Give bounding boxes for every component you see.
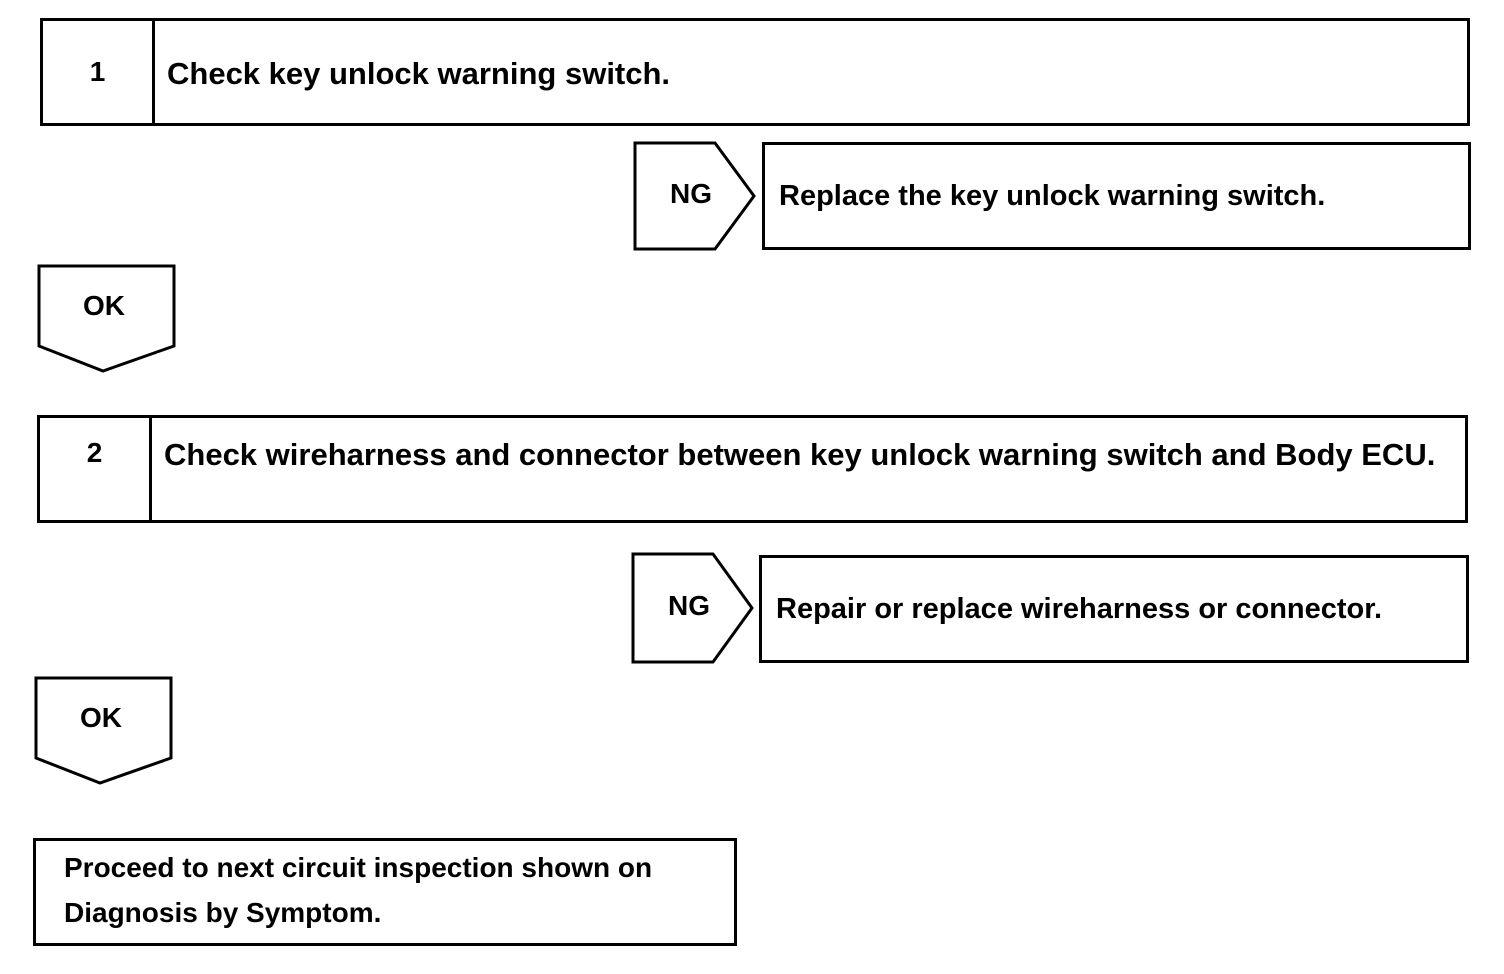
ng-action-2: Repair or replace wireharness or connect… xyxy=(759,555,1469,663)
step-1-text: Check key unlock warning switch. xyxy=(167,56,671,91)
ng-arrow-1 xyxy=(633,141,756,251)
step-2-number: 2 xyxy=(40,418,152,520)
final-line-2: Diagnosis by Symptom. xyxy=(64,897,382,928)
step-1-number: 1 xyxy=(43,21,155,123)
ok-arrow-2 xyxy=(34,676,173,785)
ok-arrow-1 xyxy=(37,264,176,373)
ng-arrow-2 xyxy=(631,552,754,664)
step-1-box: 1 Check key unlock warning switch. xyxy=(40,18,1470,126)
ng-label-2: NG xyxy=(668,590,710,621)
ok-label-2: OK xyxy=(80,702,122,733)
ng-action-1: Replace the key unlock warning switch. xyxy=(762,142,1471,250)
final-instruction-box: Proceed to next circuit inspection shown… xyxy=(33,838,737,946)
ng-label-1: NG xyxy=(670,178,712,209)
step-2-text: Check wireharness and connector between … xyxy=(164,437,1436,472)
ok-label-1: OK xyxy=(83,290,125,321)
final-line-1: Proceed to next circuit inspection shown… xyxy=(64,852,653,883)
step-2-box: 2 Check wireharness and connector betwee… xyxy=(37,415,1468,523)
